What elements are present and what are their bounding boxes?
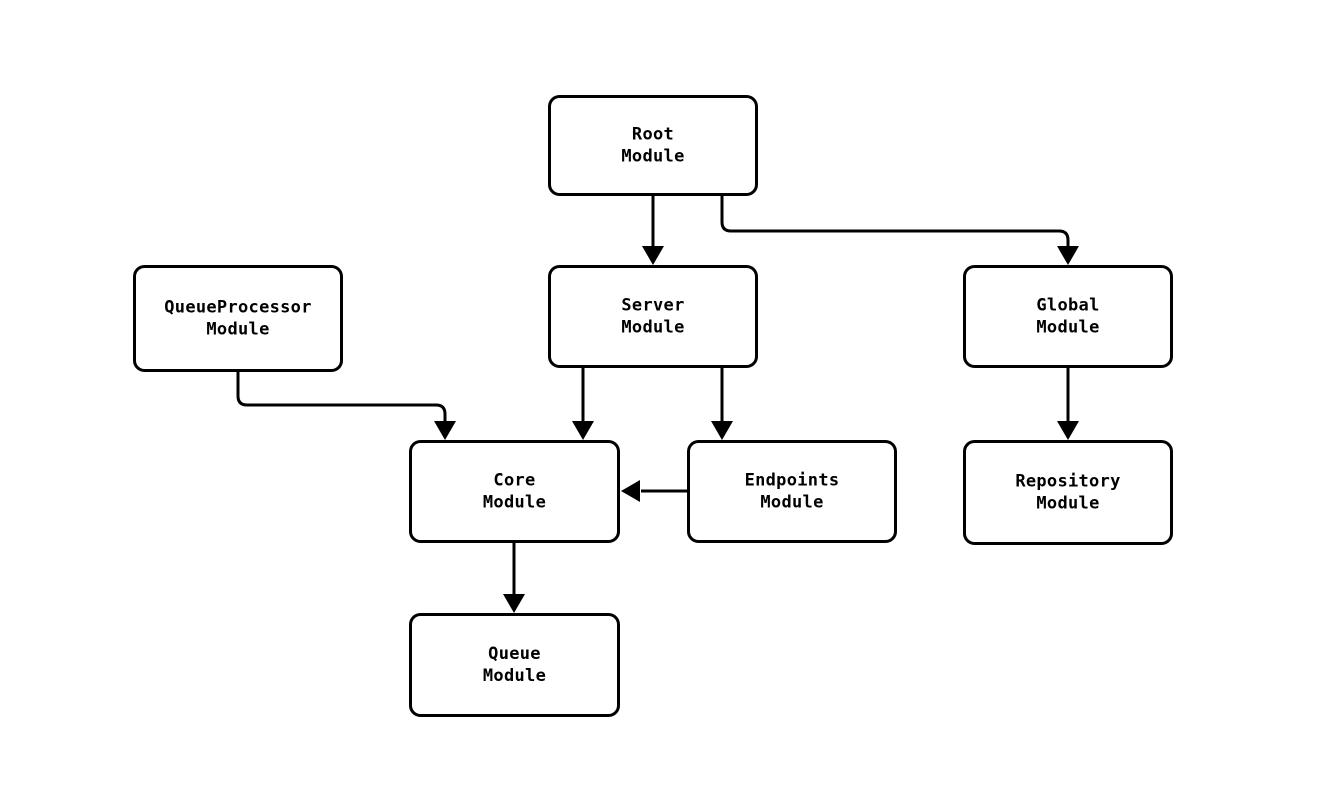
node-label-line2-repository: Module (1036, 494, 1099, 514)
arrowhead-root-to-server (642, 246, 664, 265)
edge-line-root-to-global (720, 196, 1070, 247)
node-box-server[interactable] (548, 265, 758, 368)
edges-layer (236, 196, 1079, 613)
node-box-repository[interactable] (963, 440, 1173, 545)
node-label-line1-repository: Repository (1015, 472, 1120, 492)
node-box-queueprocessor[interactable] (133, 265, 343, 372)
node-label-line2-server: Module (621, 318, 684, 338)
edge-server-to-endpoints (711, 368, 733, 440)
node-label-line1-endpoints: Endpoints (745, 471, 840, 491)
edge-queueprocessor-to-core (236, 372, 456, 440)
node-box-root[interactable] (548, 95, 758, 196)
edge-server-to-core (572, 368, 594, 440)
edge-root-to-server (642, 196, 664, 265)
node-label-line1-global: Global (1036, 296, 1099, 316)
nodes-layer: RootModuleQueueProcessorModuleServerModu… (133, 95, 1173, 717)
edge-line-queueprocessor-to-core (236, 372, 447, 422)
node-label-line1-core: Core (493, 471, 535, 491)
node-label-line2-queueprocessor: Module (206, 320, 269, 340)
arrowhead-global-to-repository (1057, 421, 1079, 440)
arrowhead-core-to-queue (503, 594, 525, 613)
edge-global-to-repository (1057, 368, 1079, 440)
node-label-line1-queueprocessor: QueueProcessor (164, 298, 312, 318)
edge-core-to-queue (503, 543, 525, 613)
arrowhead-server-to-core (572, 421, 594, 440)
node-label-line2-root: Module (621, 147, 684, 167)
node-label-line1-root: Root (632, 125, 674, 145)
node-box-endpoints[interactable] (687, 440, 897, 543)
node-box-queue[interactable] (409, 613, 620, 717)
node-label-line2-core: Module (483, 493, 546, 513)
arrowhead-root-to-global (1057, 246, 1079, 265)
edge-endpoints-to-core (621, 480, 687, 502)
arrowhead-endpoints-to-core (621, 480, 640, 502)
node-box-core[interactable] (409, 440, 620, 543)
arrowhead-server-to-endpoints (711, 421, 733, 440)
node-label-line2-endpoints: Module (760, 493, 823, 513)
arrowhead-queueprocessor-to-core (434, 421, 456, 440)
node-label-line1-server: Server (621, 296, 684, 316)
node-label-line2-queue: Module (483, 666, 546, 686)
edge-root-to-global (720, 196, 1079, 265)
node-box-global[interactable] (963, 265, 1173, 368)
node-label-line2-global: Module (1036, 318, 1099, 338)
node-label-line1-queue: Queue (488, 644, 541, 664)
